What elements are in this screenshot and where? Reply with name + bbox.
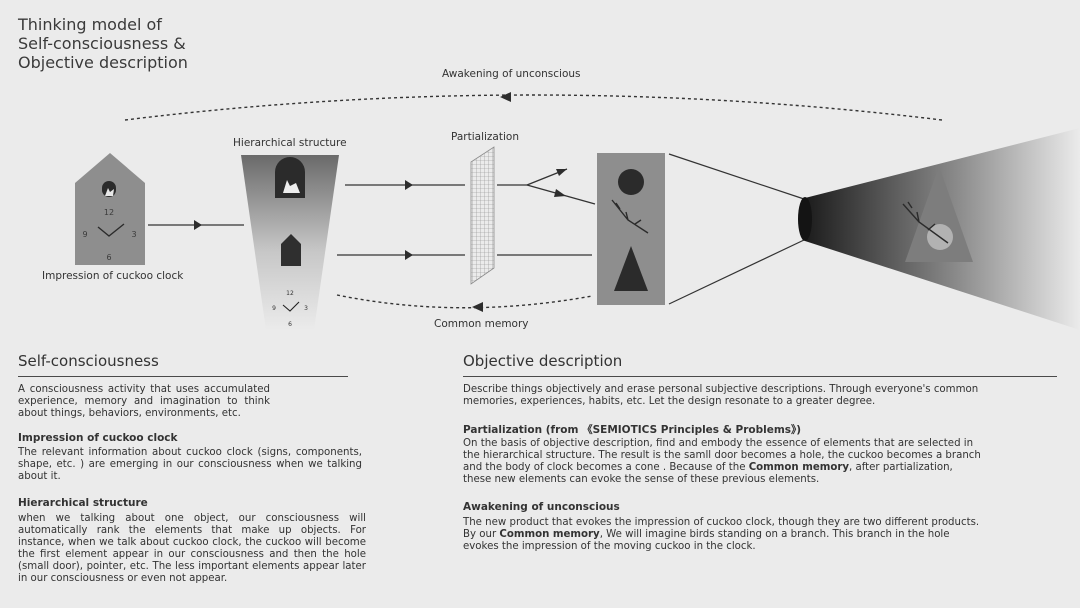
self-consciousness-intro: A consciousness activity that uses accum… <box>18 384 270 419</box>
hierarchical-subheading: Hierarchical structure <box>18 497 148 509</box>
hierarchical-structure-funnel: 12 3 6 9 <box>241 155 339 330</box>
clock-hands-icon <box>282 301 300 312</box>
house-door-icon <box>281 234 301 266</box>
partialization-text-part: , after partialization, these new elemen… <box>463 462 953 485</box>
clock-number-12: 12 <box>104 208 114 217</box>
clock-number-3: 3 <box>304 305 308 312</box>
cuckoo-clock-impression: 12 3 6 9 <box>75 153 145 265</box>
branch-icon <box>902 201 949 244</box>
objective-intro: Describe things objectively and erase pe… <box>463 384 979 407</box>
clock-number-6: 6 <box>288 321 292 328</box>
flow-arrow-icon <box>405 180 413 190</box>
section-divider <box>463 376 1057 377</box>
awakening-subheading: Awakening of unconscious <box>463 501 620 513</box>
awakening-text: The new product that evokes the impressi… <box>463 517 983 553</box>
awakening-label: Awakening of unconscious <box>442 68 581 80</box>
partialization-label: Partialization <box>451 131 519 143</box>
awakening-text-part: , We will imagine birds standing on a br… <box>463 529 950 552</box>
common-memory-bold: Common memory <box>748 462 850 473</box>
common-memory-arc <box>336 294 593 312</box>
clock-number-9: 9 <box>82 230 87 239</box>
impression-subheading: Impression of cuckoo clock <box>18 432 178 444</box>
awakening-arrow-icon <box>500 92 511 102</box>
partialized-elements-panel <box>597 153 665 305</box>
self-consciousness-heading: Self-consciousness <box>18 352 159 370</box>
hierarchical-structure-label: Hierarchical structure <box>233 137 347 149</box>
hierarchical-text: when we talking about one object, our co… <box>18 513 366 584</box>
awakening-arc <box>124 92 943 121</box>
clock-hands-icon <box>97 223 125 237</box>
clock-number-6: 6 <box>106 253 111 262</box>
common-memory-bold: Common memory <box>499 529 600 540</box>
clock-number-3: 3 <box>131 230 136 239</box>
flow-arrow-icon <box>194 220 202 230</box>
cone-triangle-icon <box>905 166 973 262</box>
impression-label: Impression of cuckoo clock <box>42 270 184 282</box>
common-memory-arrow-icon <box>472 302 483 312</box>
thinking-model-diagram: 12 3 6 9 12 3 6 9 <box>75 92 1080 330</box>
partialization-subheading: Partialization (from 《SEMIOTICS Principl… <box>463 424 802 436</box>
section-divider <box>18 376 348 377</box>
projection-line <box>668 153 805 200</box>
impression-text: The relevant information about cuckoo cl… <box>18 447 362 482</box>
cuckoo-bird-icon <box>105 188 114 196</box>
clock-number-12: 12 <box>286 290 294 297</box>
partialization-grid <box>470 146 495 285</box>
page-title: Thinking model of Self-consciousness & O… <box>18 15 188 72</box>
awakening-text-part: The new product that evokes the impressi… <box>463 517 980 540</box>
cuckoo-bird-icon <box>283 180 300 193</box>
new-product-cone <box>798 128 1080 330</box>
hole-circle-icon <box>618 169 644 195</box>
branch-icon <box>611 199 649 234</box>
clock-number-9: 9 <box>272 305 276 312</box>
partialization-text-part: On the basis of objective description, f… <box>463 438 981 473</box>
flow-arrow-icon <box>556 169 567 176</box>
flow-arrow-icon <box>554 189 566 197</box>
projection-line <box>668 239 805 305</box>
cone-triangle-icon <box>614 246 648 291</box>
common-memory-label: Common memory <box>434 318 529 330</box>
flow-arrow-icon <box>405 250 413 260</box>
objective-description-heading: Objective description <box>463 352 623 370</box>
partialization-text: On the basis of objective description, f… <box>463 438 983 486</box>
